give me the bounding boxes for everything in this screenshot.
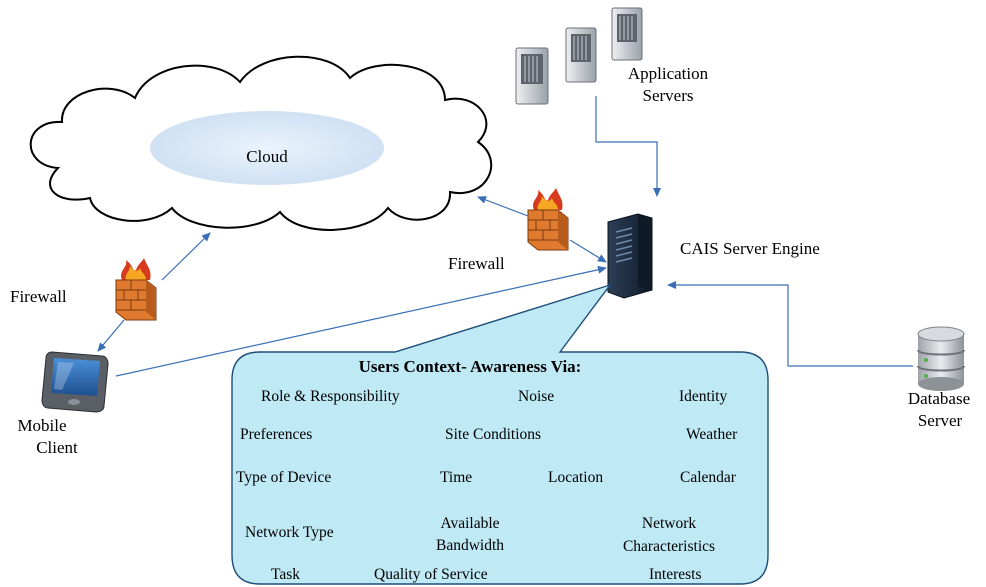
context-item: Time <box>440 469 472 486</box>
context-item: Network <box>642 515 696 532</box>
connector-firewall-to-cloud-left <box>161 232 211 281</box>
context-item: Task <box>271 566 300 583</box>
mobile-phone-icon <box>41 351 109 413</box>
database-server-label-line2: Server <box>918 411 963 430</box>
context-item: Characteristics <box>623 538 715 555</box>
context-item: Quality of Service <box>374 566 488 583</box>
firewall-left-label: Firewall <box>10 287 67 306</box>
application-servers-label-line1: Application <box>628 64 709 83</box>
firewall-right-label: Firewall <box>448 254 505 273</box>
context-item: Preferences <box>240 426 312 443</box>
connector-firewall-to-cloud <box>477 196 529 217</box>
context-callout <box>231 283 769 585</box>
server-rack-icon <box>515 7 643 105</box>
connector-firewall-to-mobile <box>97 319 125 352</box>
connector-app-to-cais <box>595 96 661 197</box>
context-item: Calendar <box>680 469 737 486</box>
database-icon <box>917 326 965 391</box>
context-item: Weather <box>686 426 738 443</box>
context-item: Network Type <box>245 524 334 541</box>
context-item: Role & Responsibility <box>261 388 400 405</box>
tower-server-icon <box>607 213 653 299</box>
mobile-client-label-line1: Mobile <box>17 416 66 435</box>
connectors <box>97 96 913 377</box>
context-item: Available <box>440 515 499 532</box>
firewall-icon <box>527 188 569 251</box>
context-item: Bandwidth <box>436 537 504 554</box>
firewall-icon <box>115 258 157 321</box>
context-item: Site Conditions <box>445 426 541 443</box>
cloud-label: Cloud <box>246 147 288 166</box>
connector-db-to-cais <box>667 281 913 367</box>
application-servers-label-line2: Servers <box>643 86 694 105</box>
context-item: Identity <box>679 388 727 405</box>
context-item: Noise <box>518 388 554 405</box>
context-item: Interests <box>649 566 702 583</box>
context-item: Location <box>548 469 603 486</box>
connector-firewall-to-cais <box>569 239 607 263</box>
context-item: Type of Device <box>236 469 331 486</box>
callout-title: Users Context- Awareness Via: <box>359 357 582 376</box>
mobile-client-label-line2: Client <box>36 438 78 457</box>
cloud-icon <box>29 55 493 231</box>
cais-server-engine-label: CAIS Server Engine <box>680 239 820 258</box>
database-server-label-line1: Database <box>908 389 970 408</box>
connector-mobile-to-cais <box>115 265 607 377</box>
